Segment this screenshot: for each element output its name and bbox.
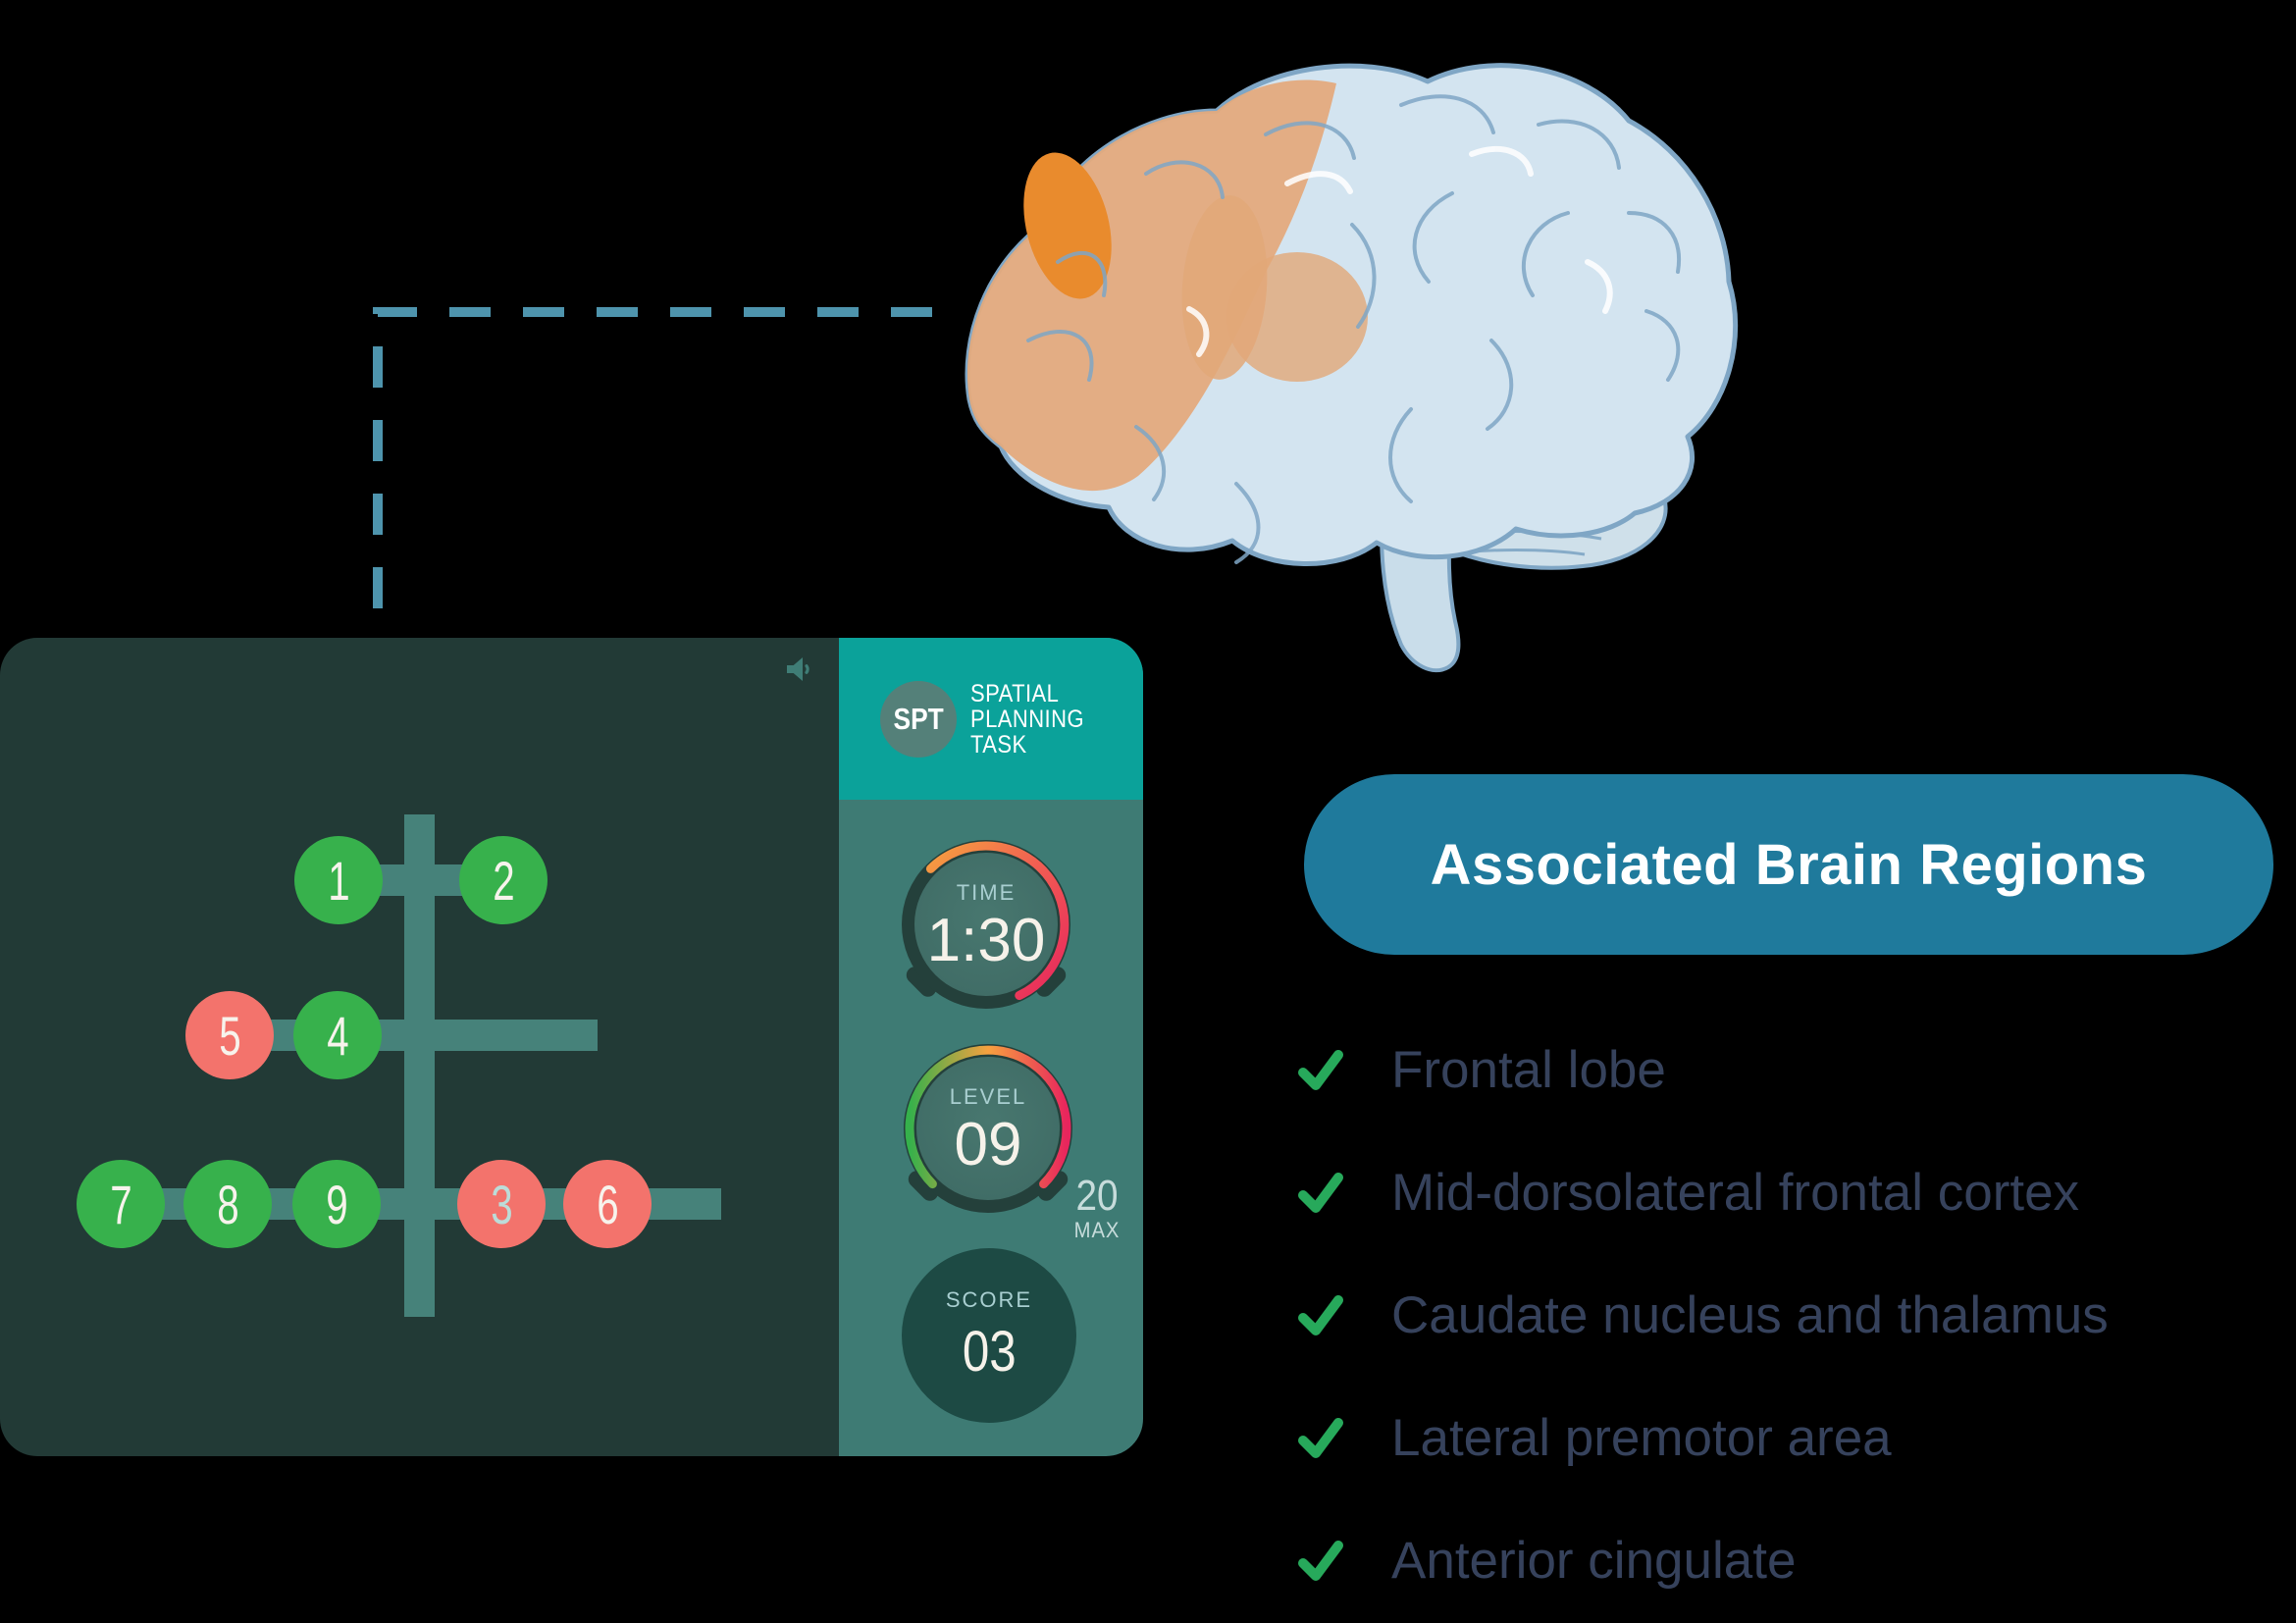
time-gauge: TIME 1:30 [902, 840, 1070, 1009]
regions-title: Associated Brain Regions [1430, 832, 2148, 897]
spt-logo-badge: SPT [880, 680, 957, 758]
peg-5[interactable]: 5 [185, 991, 274, 1079]
game-board: 1 2 5 4 7 8 9 3 6 [0, 638, 839, 1456]
mid-dorsolateral-highlight [1023, 152, 1112, 299]
board-track-vertical [404, 814, 435, 1317]
spt-logo-text: SPATIAL PLANNING TASK [970, 679, 1084, 759]
spt-header: SPT SPATIAL PLANNING TASK [839, 638, 1143, 800]
gyri-highlights [1186, 145, 1613, 357]
region-item: Lateral premotor area [1297, 1377, 2109, 1499]
time-label: TIME [957, 880, 1017, 905]
peg-number: 3 [491, 1173, 512, 1235]
region-item: Anterior cingulate [1297, 1499, 2109, 1622]
region-item: Frontal lobe [1297, 1009, 2109, 1131]
spt-sidebar: SPT SPATIAL PLANNING TASK [839, 638, 1143, 1456]
peg-number: 2 [493, 849, 514, 912]
peg-number: 8 [217, 1173, 238, 1235]
speaker-icon[interactable] [783, 654, 814, 685]
region-item-label: Anterior cingulate [1391, 1532, 1797, 1590]
score-display: SCORE 03 [902, 1248, 1076, 1423]
game-panel: 1 2 5 4 7 8 9 3 6 SPT SPATIAL PLANNING TASK [0, 638, 1143, 1456]
check-icon [1298, 1049, 1343, 1090]
level-max-label: MAX [1073, 1218, 1121, 1242]
peg-2[interactable]: 2 [459, 836, 548, 924]
region-item: Caudate nucleus and thalamus [1297, 1254, 2109, 1377]
peg-6[interactable]: 6 [563, 1160, 652, 1248]
spt-logo-abbr: SPT [893, 701, 944, 736]
peg-number: 9 [326, 1173, 347, 1235]
premotor-highlight-2 [1226, 252, 1368, 382]
level-gauge: LEVEL 09 [904, 1044, 1072, 1213]
peg-7[interactable]: 7 [77, 1160, 165, 1248]
peg-3[interactable]: 3 [457, 1160, 546, 1248]
peg-number: 6 [597, 1173, 618, 1235]
brain-illustration [965, 63, 1739, 673]
check-icon [1298, 1294, 1343, 1335]
score-label: SCORE [945, 1286, 1033, 1312]
peg-number: 4 [327, 1004, 348, 1067]
region-item-label: Lateral premotor area [1391, 1409, 1892, 1467]
peg-number: 5 [219, 1004, 240, 1067]
check-icon [1298, 1172, 1343, 1213]
check-icon [1298, 1417, 1343, 1458]
gyri-lines [1026, 94, 1681, 564]
peg-4[interactable]: 4 [293, 991, 382, 1079]
peg-8[interactable]: 8 [183, 1160, 272, 1248]
region-item-label: Mid-dorsolateral frontal cortex [1391, 1164, 2080, 1222]
check-icon [1298, 1540, 1343, 1581]
region-item-label: Frontal lobe [1391, 1041, 1666, 1099]
level-max: 20 MAX [1053, 1174, 1141, 1242]
peg-number: 7 [110, 1173, 131, 1235]
score-value: 03 [962, 1319, 1017, 1384]
level-value: 09 [955, 1111, 1022, 1178]
frontal-region-highlight [966, 79, 1336, 492]
peg-1[interactable]: 1 [294, 836, 383, 924]
region-item: Mid-dorsolateral frontal cortex [1297, 1131, 2109, 1254]
regions-header-pill: Associated Brain Regions [1304, 774, 2273, 955]
time-value: 1:30 [927, 907, 1046, 974]
level-label: LEVEL [950, 1084, 1027, 1109]
peg-9[interactable]: 9 [292, 1160, 381, 1248]
level-max-value: 20 [1075, 1172, 1119, 1220]
peg-number: 1 [328, 849, 349, 912]
region-item-label: Caudate nucleus and thalamus [1391, 1286, 2109, 1344]
